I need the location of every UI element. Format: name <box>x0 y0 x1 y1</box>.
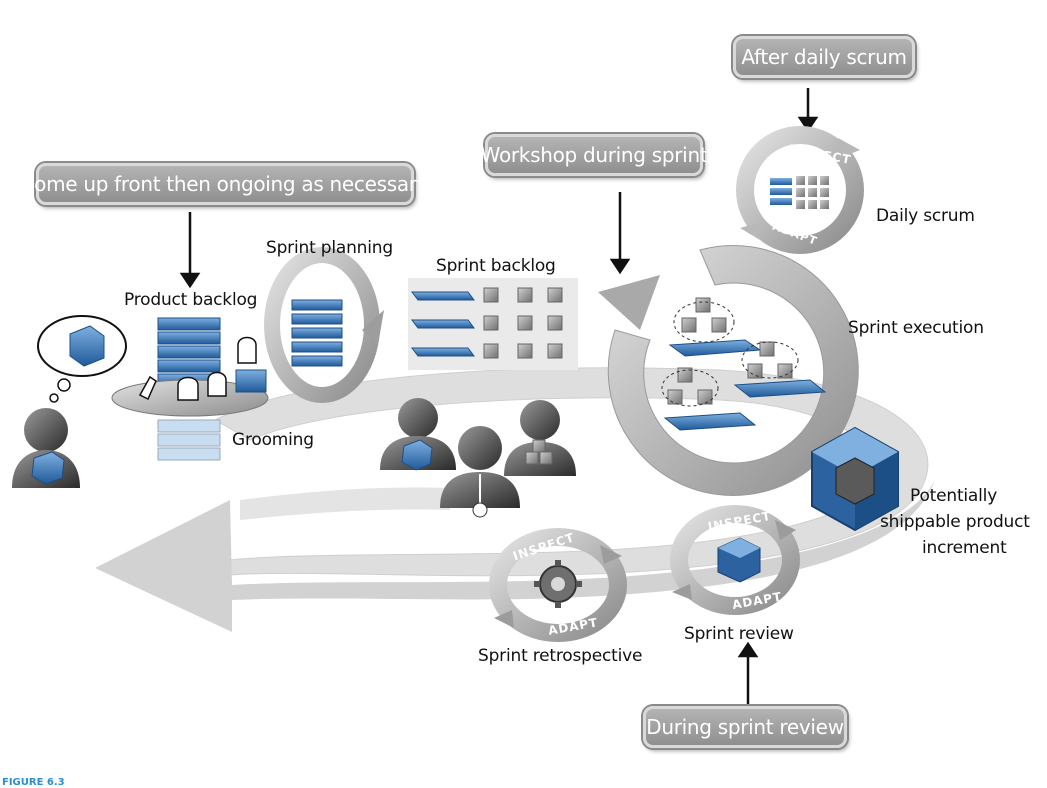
label-increment: increment <box>922 538 1007 558</box>
sprint-retrospective-cycle: INSPECT ADAPT <box>489 528 627 642</box>
label-product-backlog: Product backlog <box>124 290 258 310</box>
product-backlog-stack <box>111 317 269 461</box>
sprint-planning-cycle <box>264 247 384 403</box>
label-sprint-planning: Sprint planning <box>266 238 393 258</box>
connector-arrows <box>179 88 819 708</box>
callout-after-daily-scrum: After daily scrum <box>733 36 915 78</box>
scrum-team <box>380 398 576 518</box>
sprint-backlog-grid <box>408 278 578 370</box>
label-sprint-execution: Sprint execution <box>848 318 984 338</box>
callout-during-sprint-review: During sprint review <box>643 706 847 748</box>
label-grooming: Grooming <box>232 430 314 450</box>
daily-scrum-cycle: INSPECT ADAPT <box>736 126 864 254</box>
label-sprint-retrospective: Sprint retrospective <box>478 646 643 666</box>
label-sprint-backlog: Sprint backlog <box>436 256 556 276</box>
label-sprint-review: Sprint review <box>684 624 794 644</box>
sprint-execution-cycle <box>598 245 859 496</box>
label-daily-scrum: Daily scrum <box>876 206 975 226</box>
product-increment-cube <box>811 426 899 532</box>
figure-caption: FIGURE 6.3 <box>2 777 65 788</box>
stakeholder-person <box>12 315 127 488</box>
sprint-review-cycle: INSPECT ADAPT <box>670 505 800 615</box>
label-potentially: Potentially <box>910 486 998 506</box>
callout-workshop-during-sprint: Workshop during sprint <box>481 134 708 176</box>
callout-some-up-front: Some up front then ongoing as necessary <box>22 163 429 205</box>
label-shippable-product: shippable product <box>880 512 1030 532</box>
